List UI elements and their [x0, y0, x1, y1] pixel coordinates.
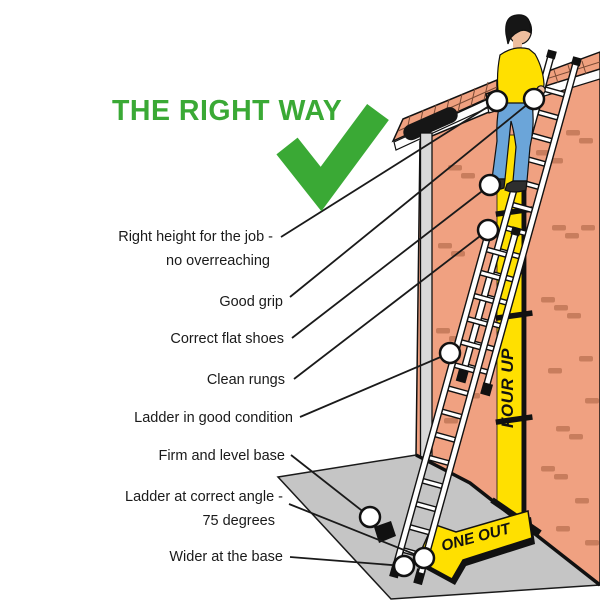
leader-good-condition: [299, 352, 451, 418]
callout-circles: [358, 87, 546, 578]
leader-firm-base: [290, 454, 371, 518]
label-wider-base: Wider at the base: [169, 549, 283, 565]
label-right-height-1: Right height for the job -: [118, 229, 273, 245]
brick-pattern: [436, 130, 599, 546]
extension-ladder: [389, 49, 582, 586]
leader-wider-base: [289, 556, 405, 567]
label-good-grip: Good grip: [219, 294, 283, 310]
leader-lines: [280, 98, 535, 567]
person-jeans: [491, 102, 534, 182]
page-title: THE RIGHT WAY: [112, 95, 342, 127]
label-right-height-2: no overreaching: [166, 253, 270, 269]
label-firm-base: Firm and level base: [158, 448, 285, 464]
wall-base-line: [415, 453, 600, 587]
ladder-stabilizer-foot: [374, 521, 396, 543]
callout-circle-good-condition: [438, 341, 462, 365]
person-hair: [505, 14, 532, 45]
callout-circle-right-height: [485, 89, 509, 113]
callout-circle-firm-base: [358, 505, 382, 529]
callout-circle-wider-base: [392, 554, 416, 578]
four-up-label: FOUR UP: [498, 348, 517, 428]
person-on-ladder: [483, 14, 546, 193]
label-good-condition: Ladder in good condition: [134, 410, 293, 426]
gutter: [403, 107, 458, 141]
ladder-front-section: [389, 219, 522, 586]
leader-good-grip: [289, 98, 535, 298]
leader-flat-shoes: [291, 184, 491, 339]
leader-correct-angle: [288, 503, 425, 559]
person-shoe-right: [504, 180, 528, 193]
label-flat-shoes: Correct flat shoes: [170, 331, 284, 347]
label-correct-angle-2: 75 degrees: [202, 513, 275, 529]
label-column: Right height for the job - no overreachi…: [118, 229, 293, 565]
person-neck: [513, 40, 522, 49]
leader-clean-rungs: [293, 229, 489, 380]
callout-circle-flat-shoes: [478, 173, 502, 197]
check-icon: [276, 103, 389, 212]
callout-circle-correct-angle: [412, 546, 436, 570]
callout-circle-clean-rungs: [476, 218, 500, 242]
downpipe: [419, 132, 433, 460]
leader-right-height: [280, 100, 498, 238]
callout-circle-good-grip: [522, 87, 546, 111]
label-correct-angle-1: Ladder at correct angle -: [125, 489, 283, 505]
label-clean-rungs: Clean rungs: [207, 372, 285, 388]
one-out-arrow: ONE OUT: [416, 510, 535, 585]
